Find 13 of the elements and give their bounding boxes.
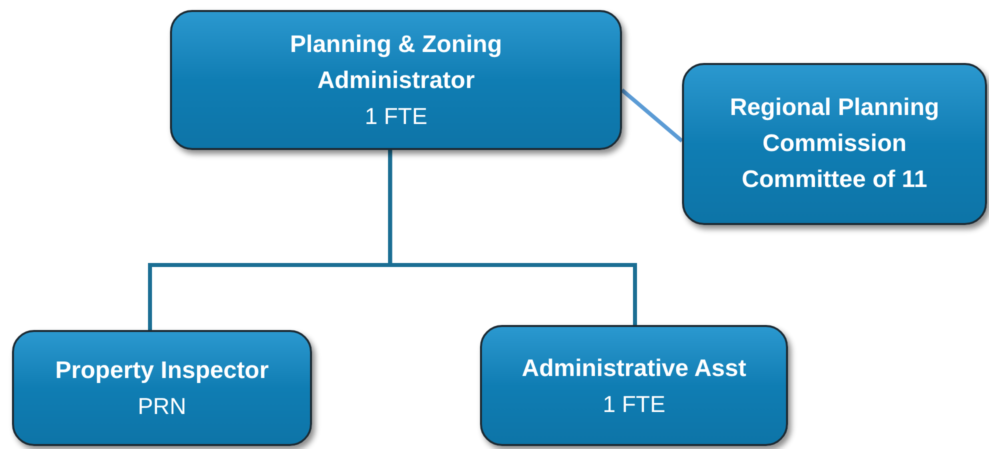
connector-line <box>620 88 684 143</box>
role-title: Administrative Asst <box>520 354 748 384</box>
role-box <box>12 330 312 446</box>
connector-line <box>388 150 637 325</box>
role-box <box>480 325 788 446</box>
role-title: Regional Planning Commission Committee of 11 <box>728 93 940 195</box>
role-detail: 1 FTE <box>602 390 666 418</box>
role-detail: PRN <box>136 392 188 421</box>
role-title: Planning & Zoning Administrator <box>289 30 503 96</box>
role-box <box>682 63 987 225</box>
role-box <box>170 10 622 150</box>
role-title: Property Inspector <box>54 356 270 386</box>
role-detail: 1 FTE <box>364 102 428 131</box>
